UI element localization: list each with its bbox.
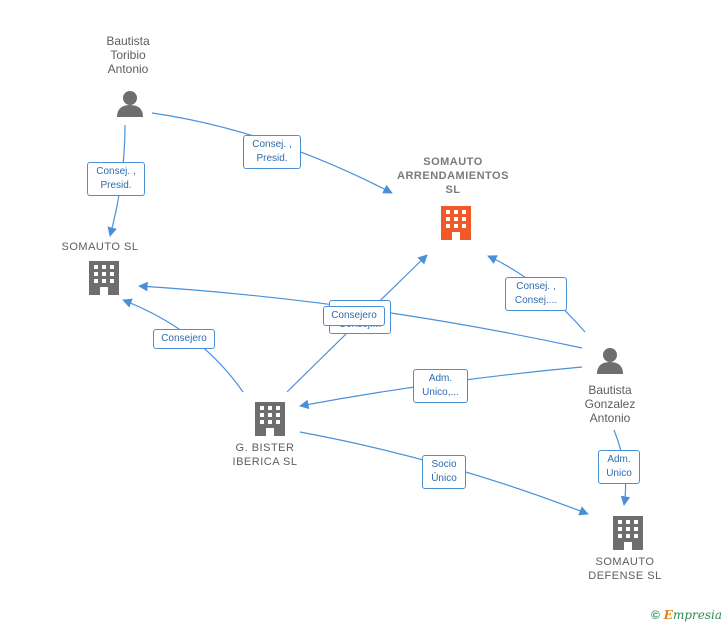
node-label-g-bister[interactable]: G. BISTER IBERICA SL [232, 442, 298, 468]
person-icon [597, 348, 623, 374]
building-icon [441, 206, 471, 240]
node-label-somauto-arrendamientos[interactable]: SOMAUTO ARRENDAMIENTOS SL [397, 156, 509, 196]
node-label-bautista-toribio[interactable]: Bautista Toribio Antonio [106, 34, 150, 76]
edge-label-gonzalez-arrend[interactable]: Consej. , Consej.... [505, 277, 567, 311]
edge-label-toribio-arrend[interactable]: Consej. , Presid. [243, 135, 301, 169]
node-label-somauto-sl[interactable]: SOMAUTO SL [61, 241, 139, 253]
brand-logo-text: mpresia [672, 608, 722, 622]
building-icon [255, 402, 285, 436]
edge-label-bister-defense[interactable]: Socio Único [422, 455, 466, 489]
footer-brand: ©Empresia [651, 608, 722, 622]
building-icon [613, 516, 643, 550]
edge-label-gonzalez-defense[interactable]: Adm. Unico [598, 450, 640, 484]
edge-label-toribio-somauto[interactable]: Consej. , Presid. [87, 162, 145, 196]
node-label-bautista-gonzalez[interactable]: Bautista Gonzalez Antonio [584, 383, 636, 425]
edge-label-gonzalez-somauto[interactable]: Consejero [323, 306, 385, 326]
node-label-somauto-defense[interactable]: SOMAUTO DEFENSE SL [588, 556, 662, 582]
brand-logo-initial: E [663, 608, 673, 622]
building-icon [89, 261, 119, 295]
copyright-symbol: © [650, 608, 660, 622]
edge-label-gonzalez-bister[interactable]: Adm. Unico,... [413, 369, 468, 403]
edge-label-bister-somauto[interactable]: Consejero [153, 329, 215, 349]
person-icon [117, 91, 143, 117]
